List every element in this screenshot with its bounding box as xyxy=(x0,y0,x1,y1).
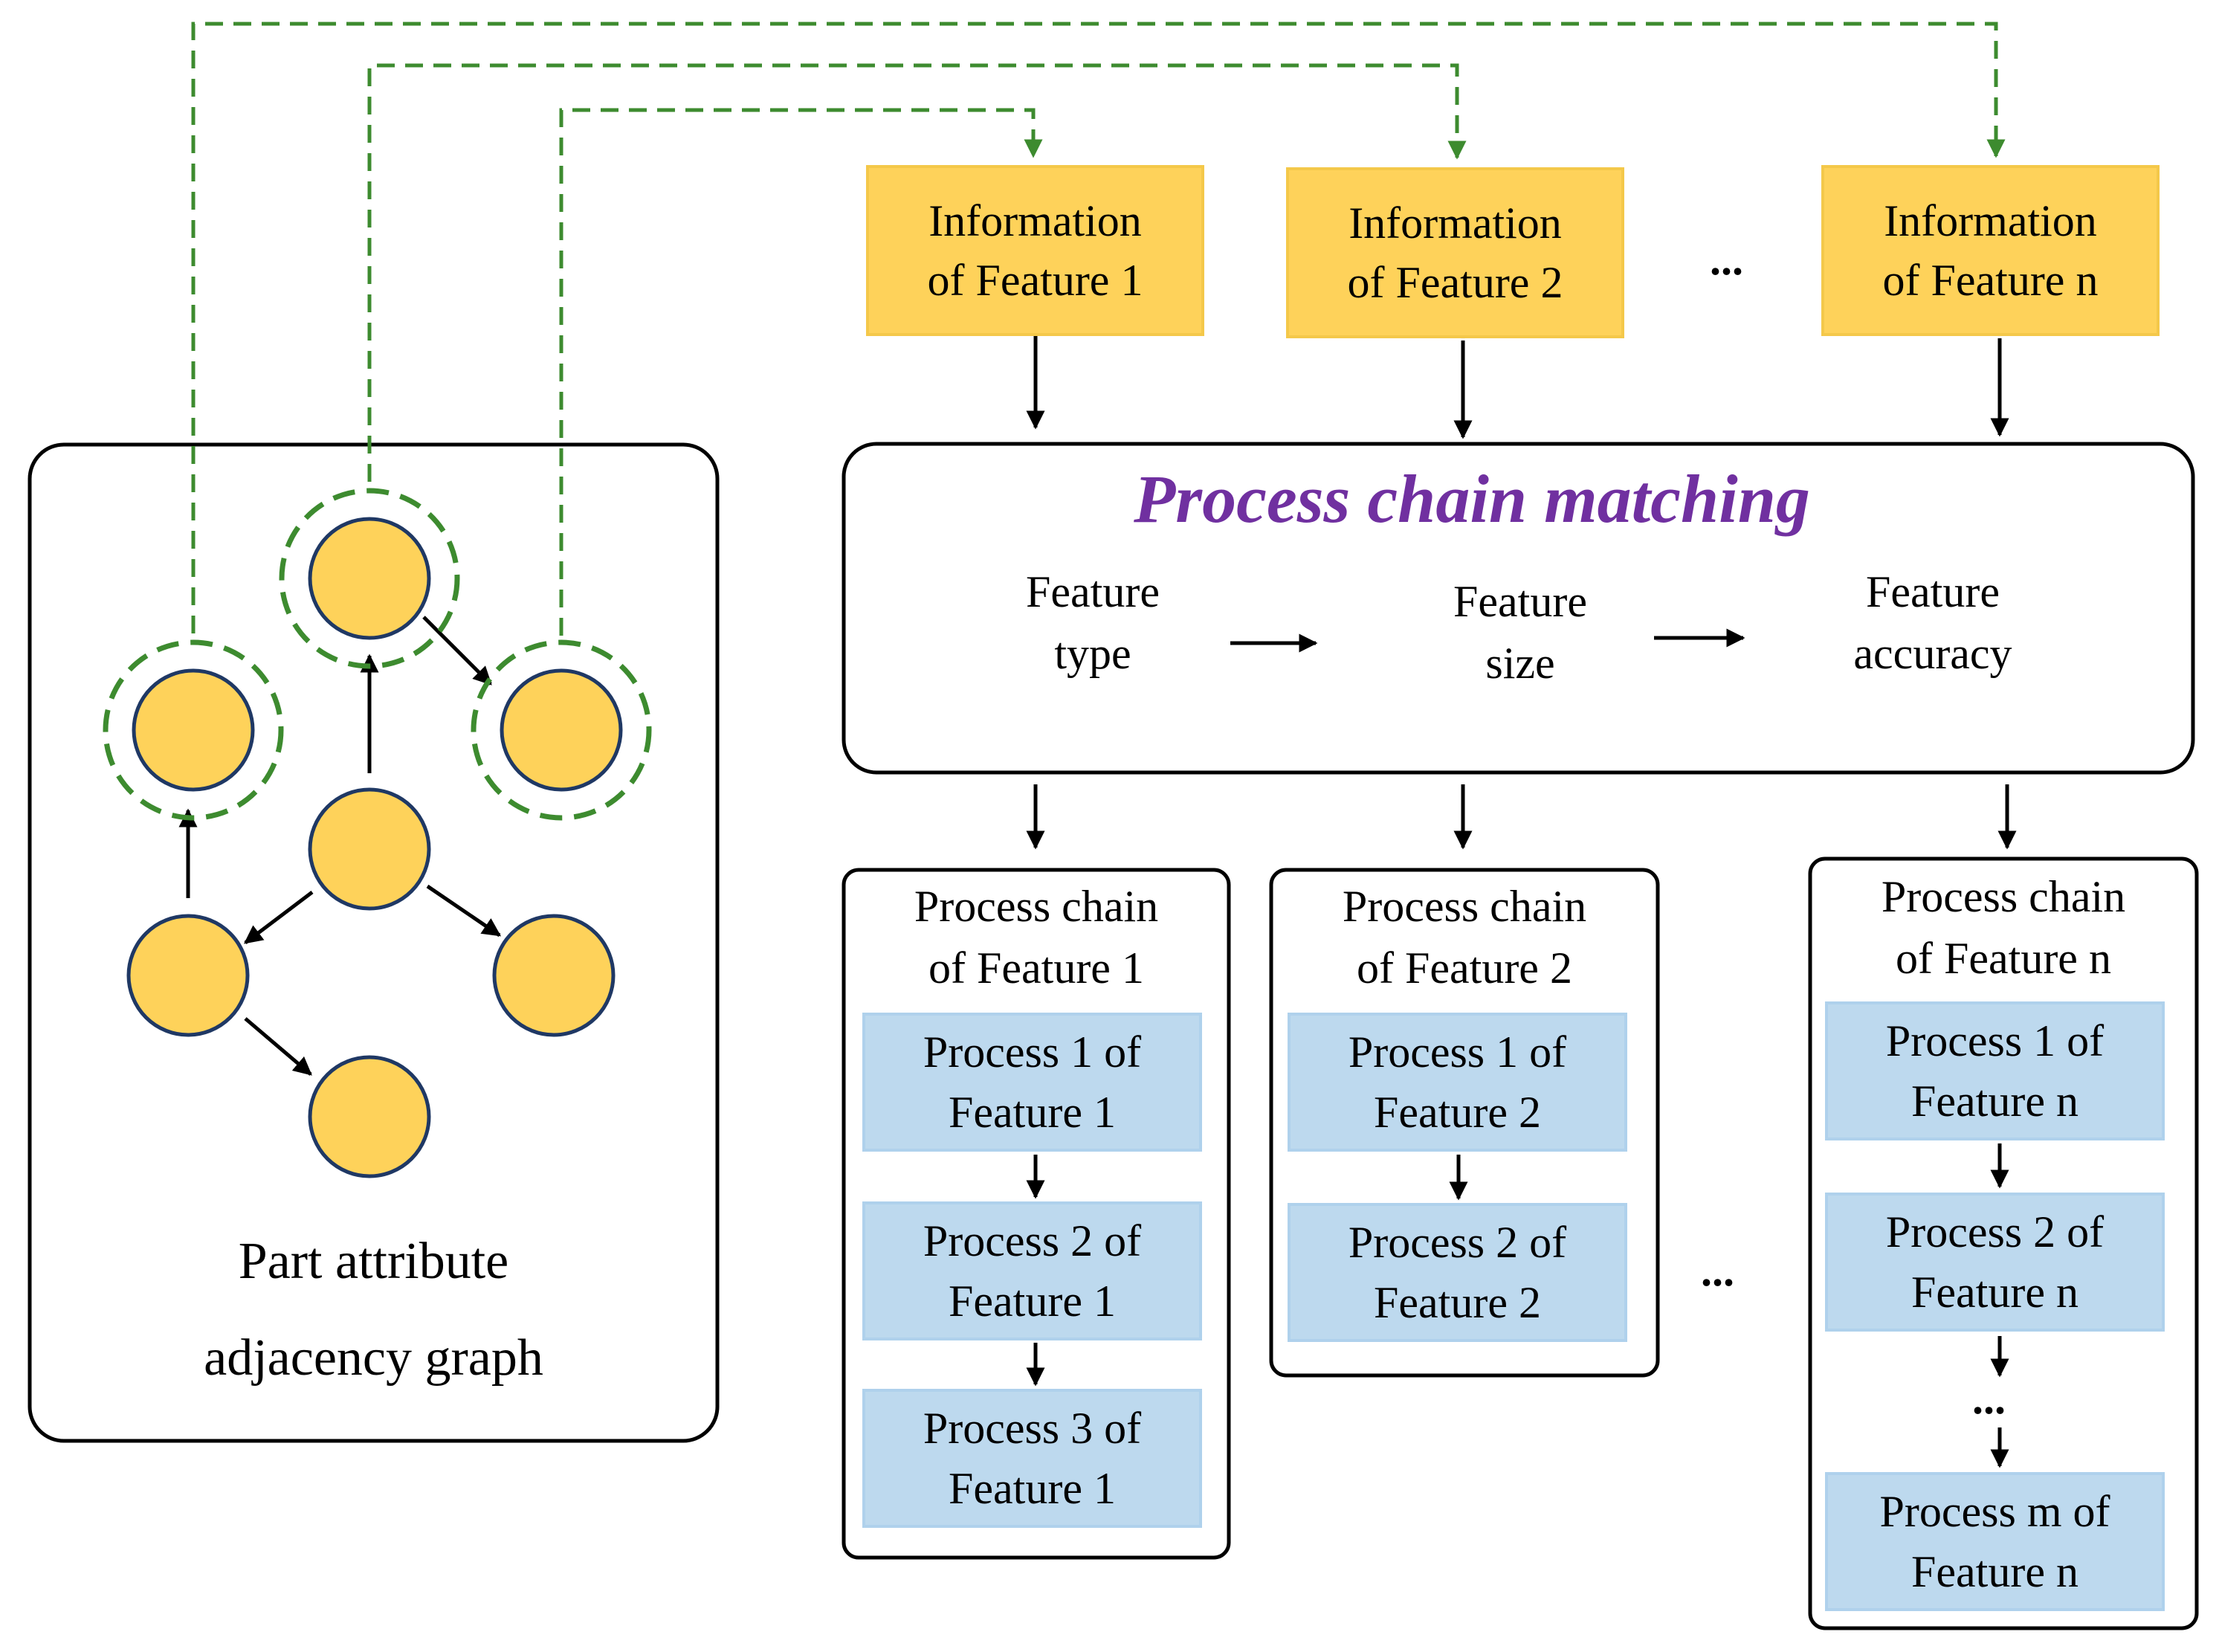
chain-n-header: Process chain of Feature n xyxy=(1881,872,2126,983)
node-lower-left xyxy=(126,914,250,1037)
chain-n-ellipsis: ... xyxy=(1972,1374,2006,1423)
chain-2-header: Process chain of Feature 2 xyxy=(1342,882,1587,993)
edge-top-to-right xyxy=(422,616,492,685)
chain-1-header: Process chain of Feature 1 xyxy=(914,882,1159,993)
edge-center-to-lowerright xyxy=(426,884,502,938)
chain-1-process-2-label: Process 2 of Feature 1 xyxy=(923,1216,1142,1326)
info-feature-2-label: Information of Feature 2 xyxy=(1347,198,1563,307)
connector-feature-n xyxy=(191,22,2006,633)
chain-n-process-2-label: Process 2 of Feature n xyxy=(1885,1207,2105,1317)
edge-center-to-lowerleft xyxy=(244,891,314,944)
info-feature-2: Information of Feature 2 xyxy=(1286,167,1624,338)
chain-1-process-1: Process 1 of Feature 1 xyxy=(862,1013,1202,1152)
chain-2-process-1: Process 1 of Feature 2 xyxy=(1288,1013,1627,1152)
chain-n-process-1-label: Process 1 of Feature n xyxy=(1885,1016,2105,1126)
node-left xyxy=(132,668,255,792)
node-lower-right xyxy=(492,914,616,1037)
chain-2-process-2: Process 2 of Feature 2 xyxy=(1288,1203,1627,1342)
chain-1-process-2: Process 2 of Feature 1 xyxy=(862,1201,1202,1340)
node-bottom xyxy=(308,1055,431,1178)
connector-feature-2 xyxy=(367,63,1467,482)
graph-caption: Part attribute adjacency graph xyxy=(204,1233,543,1387)
chain-2-process-1-label: Process 1 of Feature 2 xyxy=(1348,1027,1567,1137)
ring-top xyxy=(279,488,460,669)
stage-feature-type: Feature type xyxy=(1026,567,1160,678)
graph-nodes xyxy=(126,517,623,1178)
info-feature-1: Information of Feature 1 xyxy=(866,165,1204,336)
chain-1-process-1-label: Process 1 of Feature 1 xyxy=(923,1027,1142,1137)
graph-edges xyxy=(178,616,502,1076)
chain-n-process-m: Process m of Feature n xyxy=(1825,1472,2165,1611)
highlight-connectors xyxy=(191,22,2006,636)
info-ellipsis: ... xyxy=(1710,235,1743,284)
matching-title: Process chain matching xyxy=(1134,461,1810,537)
chain-2-process-2-label: Process 2 of Feature 2 xyxy=(1348,1218,1567,1327)
flow-arrows xyxy=(1026,336,2017,1468)
chain-1-process-3-label: Process 3 of Feature 1 xyxy=(923,1404,1142,1513)
ring-right xyxy=(471,639,652,821)
node-top xyxy=(308,517,431,640)
highlight-rings xyxy=(103,488,652,821)
node-right xyxy=(500,668,623,792)
chain-n-process-1: Process 1 of Feature n xyxy=(1825,1001,2165,1140)
connector-feature-1 xyxy=(559,108,1043,636)
chain-n-process-m-label: Process m of Feature n xyxy=(1879,1487,2110,1596)
info-feature-1-label: Information of Feature 1 xyxy=(927,196,1143,305)
chain-1-process-3: Process 3 of Feature 1 xyxy=(862,1389,1202,1528)
chain-ellipsis: ... xyxy=(1701,1246,1734,1295)
stage-feature-size: Feature size xyxy=(1453,577,1587,688)
stage-feature-accuracy: Feature accuracy xyxy=(1853,567,2012,678)
matching-panel xyxy=(842,442,2195,775)
node-center xyxy=(308,787,431,911)
info-feature-n: Information of Feature n xyxy=(1821,165,2160,336)
edge-lowerleft-to-bottom xyxy=(244,1017,312,1076)
chain-n-process-2: Process 2 of Feature n xyxy=(1825,1193,2165,1332)
info-feature-n-label: Information of Feature n xyxy=(1882,196,2099,305)
ring-left xyxy=(103,639,284,821)
